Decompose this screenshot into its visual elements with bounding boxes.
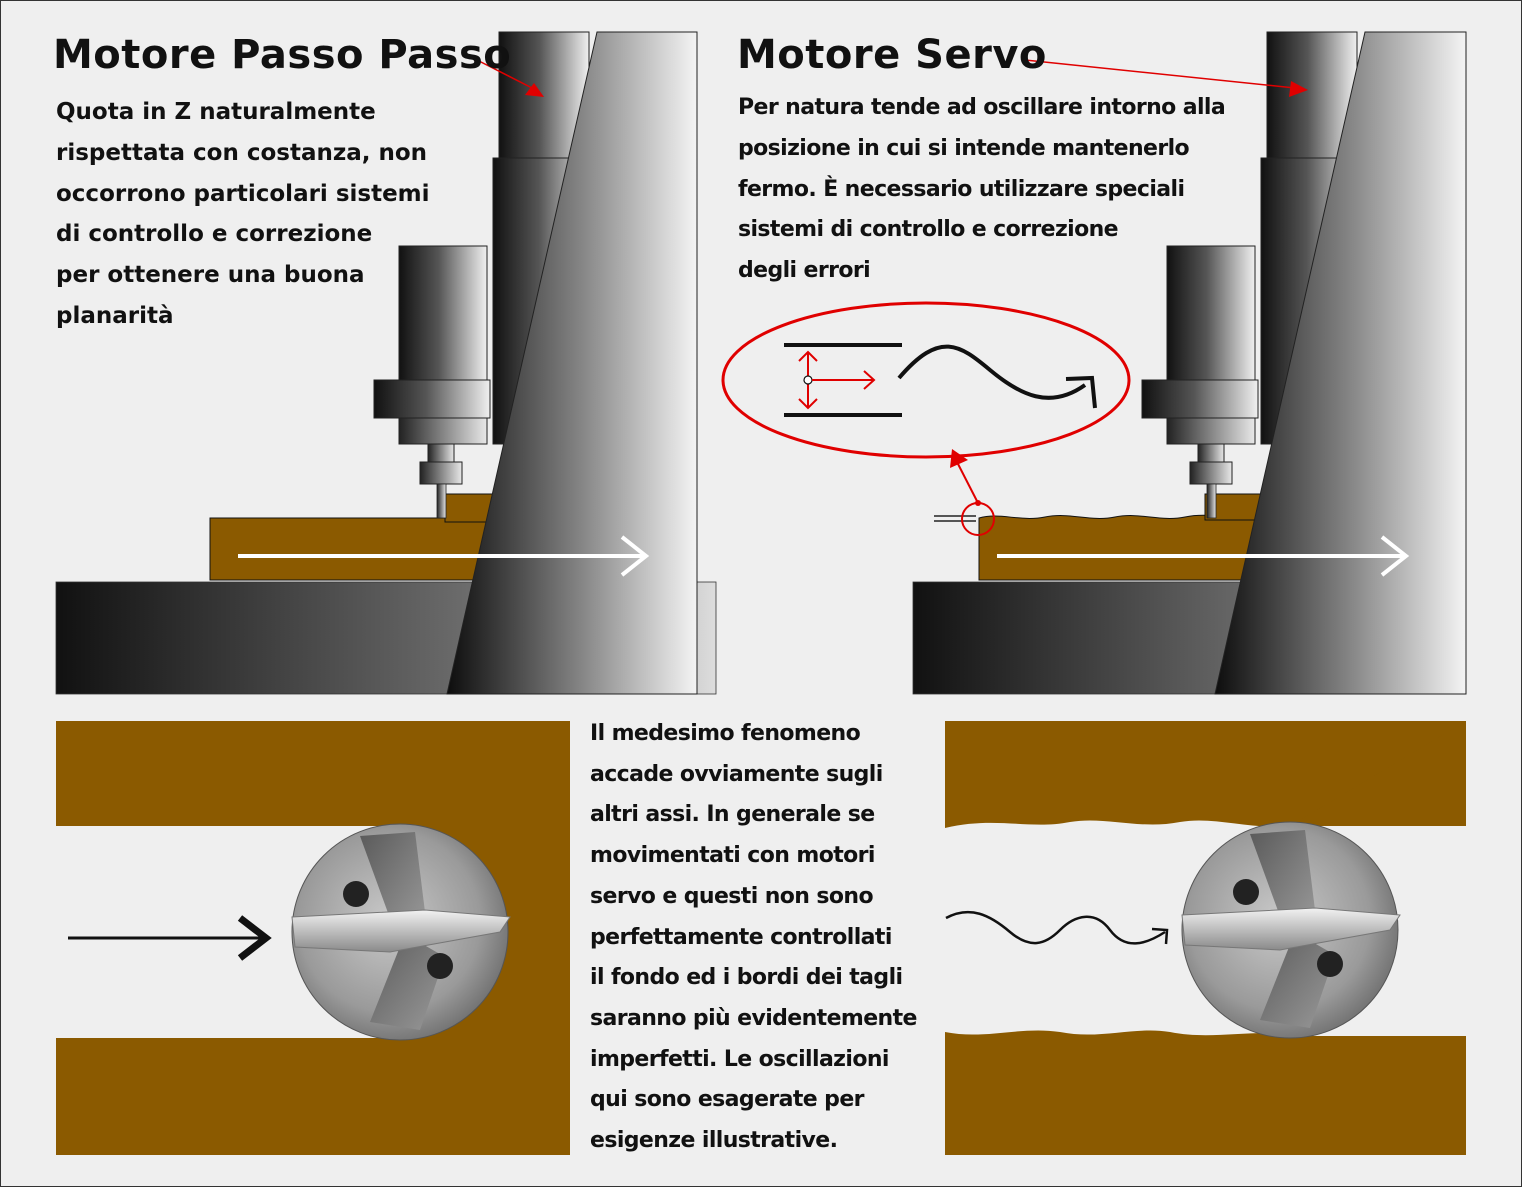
stepper-motor-top bbox=[498, 31, 590, 159]
servo-spindle-nose bbox=[1166, 417, 1256, 445]
oscillation-callout bbox=[721, 301, 1131, 459]
stepper-spindle-nose bbox=[398, 417, 488, 445]
clean-slot-wood bbox=[56, 721, 570, 1155]
servo-column bbox=[1214, 31, 1467, 695]
servo-feed-arrow bbox=[997, 535, 1410, 577]
stepper-title-pointer bbox=[474, 57, 544, 97]
end-mill-right bbox=[1181, 821, 1401, 1039]
servo-spindle bbox=[1166, 245, 1256, 381]
stepper-column bbox=[446, 31, 698, 695]
servo-title-pointer bbox=[1022, 57, 1308, 97]
end-mill-left bbox=[291, 823, 511, 1041]
stepper-feed-arrow bbox=[238, 535, 650, 577]
servo-tool bbox=[1206, 483, 1217, 519]
stepper-spindle-collar bbox=[373, 379, 491, 419]
wavy-slot-diagram bbox=[945, 721, 1466, 1155]
servo-chuck-nut bbox=[1189, 461, 1233, 485]
stepper-description: Quota in Z naturalmente rispettata con c… bbox=[56, 99, 430, 329]
wavy-slot-wood-bottom bbox=[945, 1030, 1466, 1155]
stepper-spindle bbox=[398, 245, 488, 381]
servo-chuck bbox=[1197, 443, 1225, 463]
clean-slot-diagram bbox=[56, 721, 570, 1155]
stepper-chuck bbox=[427, 443, 455, 463]
servo-title: Motore Servo bbox=[737, 32, 1047, 78]
stepper-title: Motore Passo Passo bbox=[53, 32, 512, 78]
stepper-chuck-nut bbox=[419, 461, 463, 485]
servo-spindle-collar bbox=[1141, 379, 1259, 419]
phenomenon-description: Il medesimo fenomeno accade ovviamente s… bbox=[590, 721, 917, 1154]
stepper-tool bbox=[436, 483, 447, 519]
servo-machine bbox=[721, 31, 1467, 695]
servo-description: Per natura tende ad oscillare intorno al… bbox=[738, 95, 1226, 284]
stepper-machine bbox=[55, 31, 717, 695]
surface-detail-marker bbox=[934, 449, 995, 536]
